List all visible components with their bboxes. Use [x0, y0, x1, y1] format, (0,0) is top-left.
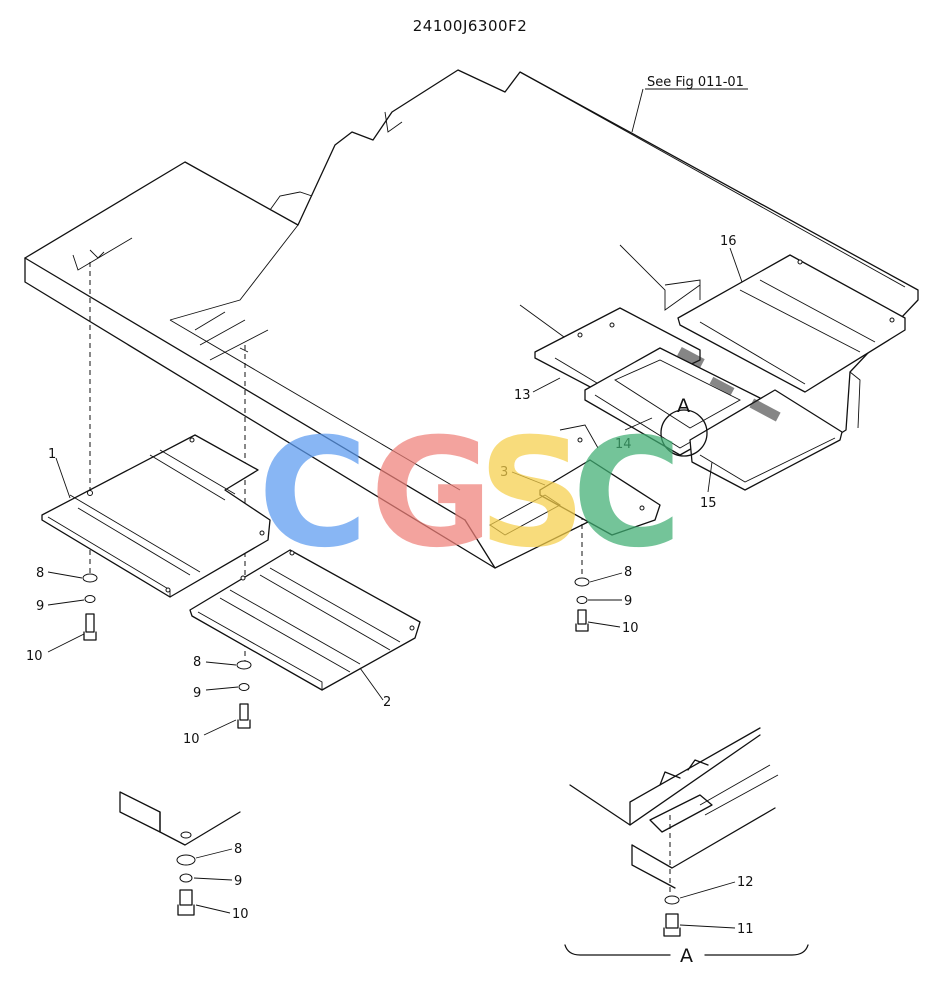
- detail-zone-circle: [660, 409, 708, 457]
- detail-a-marker: A: [680, 945, 693, 967]
- fastener-stack-right: [574, 577, 590, 632]
- fastener-stack-left: [82, 573, 98, 641]
- watermark-letter-c2: C: [572, 407, 682, 581]
- fastener-stack-middle: [236, 660, 252, 729]
- callout-16: 16: [720, 234, 737, 249]
- callout-9-detail: 9: [234, 874, 242, 889]
- callout-1: 1: [48, 447, 56, 462]
- callout-9-mid: 9: [193, 686, 201, 701]
- callout-12: 12: [737, 875, 754, 890]
- detail-zone-marker: A: [677, 395, 690, 417]
- callout-15: 15: [700, 496, 717, 511]
- watermark: C G S C: [258, 407, 682, 581]
- diagram-title: 24100J6300F2: [413, 17, 528, 35]
- detail-bottom-left: [119, 791, 241, 916]
- callout-8-right: 8: [624, 565, 632, 580]
- callout-8-left: 8: [36, 566, 44, 581]
- detail-a-bracket: [564, 944, 809, 956]
- callout-3: 3: [500, 465, 508, 480]
- watermark-letter-s: S: [478, 407, 586, 581]
- callout-9-left: 9: [36, 599, 44, 614]
- callout-8-detail: 8: [234, 842, 242, 857]
- cover-plate-15: [689, 389, 843, 491]
- cover-plate-2: [189, 549, 421, 691]
- watermark-letter-c1: C: [258, 407, 368, 581]
- callout-10-detail: 10: [232, 907, 249, 922]
- callout-10-right: 10: [622, 621, 639, 636]
- cover-plate-16: [664, 254, 906, 393]
- reference-leader: [631, 88, 748, 133]
- watermark-letter-g: G: [370, 407, 493, 581]
- callout-13: 13: [514, 388, 531, 403]
- callouts: 1 2 3 8 9 10 8 9 10 8 9 10 8 9 10 11 12: [26, 234, 754, 937]
- callout-8-mid: 8: [193, 655, 201, 670]
- cover-plate-3: [489, 424, 661, 536]
- detail-a-bottom-right: [569, 727, 779, 937]
- cover-plate-1: [41, 434, 271, 598]
- callout-2: 2: [383, 695, 391, 710]
- callout-9-right: 9: [624, 594, 632, 609]
- callout-14: 14: [615, 437, 632, 452]
- callout-10-left: 10: [26, 649, 43, 664]
- callout-10-mid: 10: [183, 732, 200, 747]
- callout-11: 11: [737, 922, 754, 937]
- reference-note: See Fig 011-01: [647, 75, 744, 90]
